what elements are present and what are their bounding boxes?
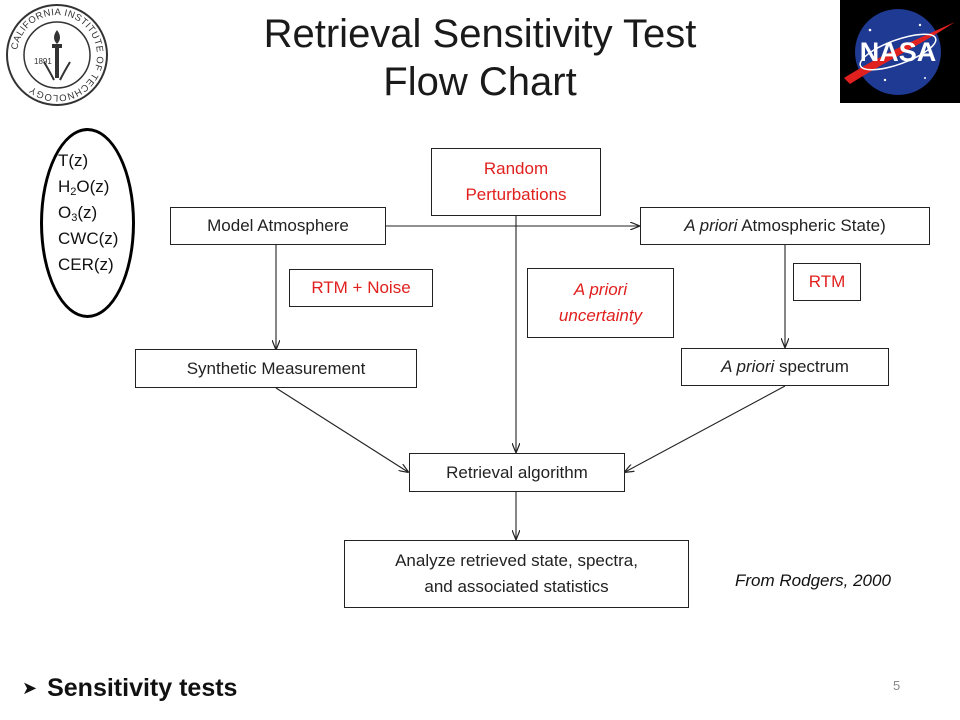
variable-item: CER(z) bbox=[58, 255, 114, 274]
nasa-logo: NASA bbox=[840, 0, 960, 103]
retrieval-algorithm-box: Retrieval algorithm bbox=[409, 453, 625, 492]
bullet-item: ➤ Sensitivity tests bbox=[22, 674, 237, 703]
atmosphere-variables-list: T(z) H2O(z) O3(z) CWC(z) CER(z) bbox=[58, 148, 118, 278]
svg-text:1891: 1891 bbox=[34, 57, 52, 66]
variable-item: H2O(z) bbox=[58, 177, 110, 198]
variable-item: CWC(z) bbox=[58, 229, 119, 248]
arrow-synthetic-to-retrieval bbox=[275, 387, 408, 472]
atmosphere-variables-ellipse bbox=[40, 128, 135, 318]
page-number: 5 bbox=[893, 678, 901, 693]
citation-text: From Rodgers, 2000 bbox=[735, 571, 891, 590]
arrow-spectrum-to-retrieval bbox=[625, 385, 786, 472]
arrowhead-bullet-icon: ➤ bbox=[22, 678, 38, 698]
model-atmosphere-box: Model Atmosphere bbox=[170, 207, 386, 245]
title-line-1: Retrieval Sensitivity Test bbox=[263, 12, 697, 56]
caltech-seal-logo: CALIFORNIA INSTITUTE OF TECHNOLOGY 1891 bbox=[6, 4, 108, 106]
variable-item: T(z) bbox=[58, 151, 89, 170]
variable-item: O3(z) bbox=[58, 203, 98, 224]
title-line-2: Flow Chart bbox=[383, 60, 577, 104]
bullet-text: Sensitivity tests bbox=[47, 674, 238, 702]
apriori-spectrum-box: A priori spectrum bbox=[681, 348, 889, 386]
analyze-results-box: Analyze retrieved state, spectra, and as… bbox=[344, 540, 689, 608]
svg-text:NASA: NASA bbox=[860, 37, 937, 67]
page-title: Retrieval Sensitivity Test Flow Chart bbox=[180, 10, 780, 106]
apriori-atmospheric-state-box: A priori Atmospheric State) bbox=[640, 207, 930, 245]
rtm-noise-box: RTM + Noise bbox=[289, 269, 433, 307]
synthetic-measurement-box: Synthetic Measurement bbox=[135, 349, 417, 388]
random-perturbations-box: Random Perturbations bbox=[431, 148, 601, 216]
apriori-uncertainty-box: A priori uncertainty bbox=[527, 268, 674, 338]
rtm-box: RTM bbox=[793, 263, 861, 301]
